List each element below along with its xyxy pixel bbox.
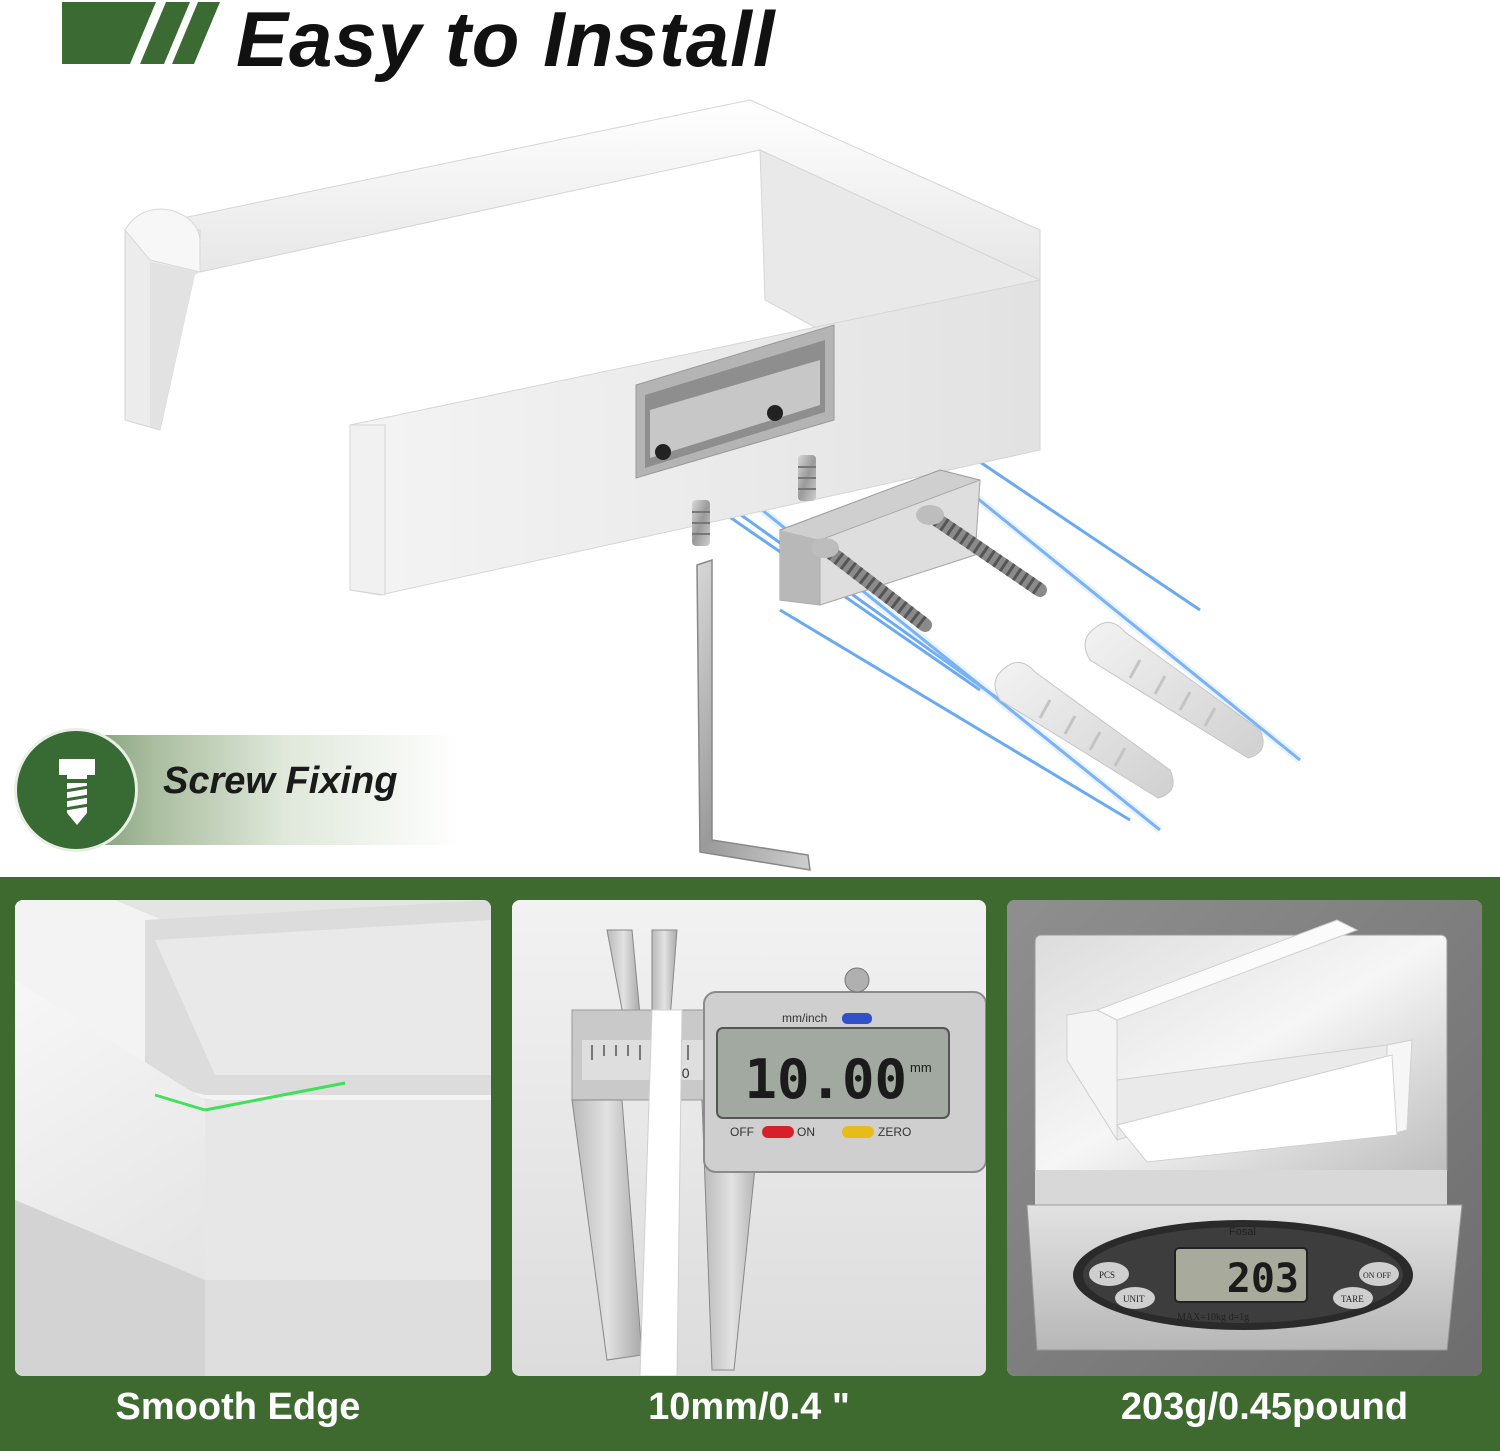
caliper-mode-label: mm/inch	[782, 1011, 827, 1025]
caliper-zero-button[interactable]	[842, 1126, 874, 1138]
screw-badge-circle	[14, 728, 138, 852]
screw-icon	[59, 759, 95, 825]
wall-anchor	[1084, 621, 1264, 759]
scale-unit-button[interactable]	[1115, 1287, 1155, 1309]
caliper-on-label: ON	[797, 1125, 815, 1139]
caliper-power-button[interactable]	[762, 1126, 794, 1138]
caliper-reading: 10.00	[744, 1048, 907, 1111]
scale-tare-label: TARE	[1341, 1294, 1364, 1304]
scale-onoff-label: ON OFF	[1363, 1271, 1392, 1280]
scale-brand: Fosal	[1229, 1226, 1256, 1238]
wood-screw	[916, 505, 1047, 597]
header: Easy to Install	[0, 0, 1500, 90]
caliper-unit: mm	[910, 1060, 932, 1075]
product-exploded-view	[123, 99, 1303, 871]
set-screw	[692, 500, 710, 546]
wall-anchor	[994, 661, 1174, 799]
smooth-edge-illustration	[15, 900, 491, 1376]
caliper-zero-label: ZERO	[878, 1125, 911, 1139]
smooth-edge-photo	[15, 900, 491, 1376]
feature-caption-thickness: 10mm/0.4 "	[648, 1386, 850, 1428]
page-title: Easy to Install	[236, 0, 776, 83]
scale-tare-button[interactable]	[1333, 1287, 1373, 1309]
scale-onoff-button[interactable]	[1359, 1262, 1399, 1286]
caliper-off-label: OFF	[730, 1125, 754, 1139]
header-stripes-icon	[62, 2, 220, 64]
caliper-photo: 10 10.00 mm mm/inch OFF ON ZERO	[512, 900, 986, 1376]
wood-screw	[811, 538, 932, 632]
screw-fixing-label: Screw Fixing	[163, 760, 398, 802]
scale-illustration: 203 Fosal PCS UNIT ON OFF TARE MAX=10kg …	[1007, 900, 1482, 1376]
set-screw	[798, 455, 816, 501]
caliper-mode-button[interactable]	[842, 1013, 872, 1024]
allen-key	[696, 558, 811, 871]
scale-pcs-button[interactable]	[1089, 1262, 1129, 1286]
caliper-illustration: 10 10.00 mm mm/inch OFF ON ZERO	[512, 900, 986, 1376]
feature-caption-weight: 203g/0.45pound	[1120, 1386, 1409, 1428]
scale-photo: 203 Fosal PCS UNIT ON OFF TARE MAX=10kg …	[1007, 900, 1482, 1376]
scale-spec: MAX=10kg d=1g	[1177, 1312, 1249, 1323]
scale-pcs-label: PCS	[1099, 1270, 1115, 1280]
scale-reading: 203	[1227, 1256, 1299, 1302]
scale-unit-label: UNIT	[1123, 1294, 1145, 1304]
feature-caption-smooth-edge: Smooth Edge	[115, 1386, 361, 1428]
